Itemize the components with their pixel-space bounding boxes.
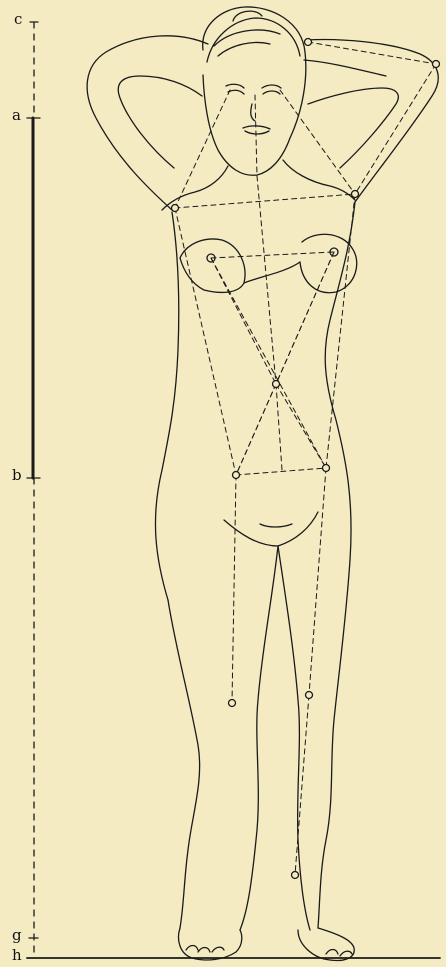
proportion-lines	[175, 42, 436, 875]
scale-label-c: c	[14, 12, 22, 27]
landmark-points	[172, 39, 440, 879]
scale-label-g: g	[12, 928, 22, 943]
legs	[168, 546, 350, 930]
raised-arms	[87, 36, 438, 210]
head	[203, 7, 306, 175]
measurement-scale	[27, 22, 440, 958]
scale-label-h: h	[12, 948, 22, 963]
feet	[179, 928, 355, 961]
torso	[155, 202, 356, 600]
scale-label-b: b	[12, 468, 22, 483]
scale-label-a: a	[12, 108, 21, 123]
neck-shoulders	[162, 160, 355, 210]
